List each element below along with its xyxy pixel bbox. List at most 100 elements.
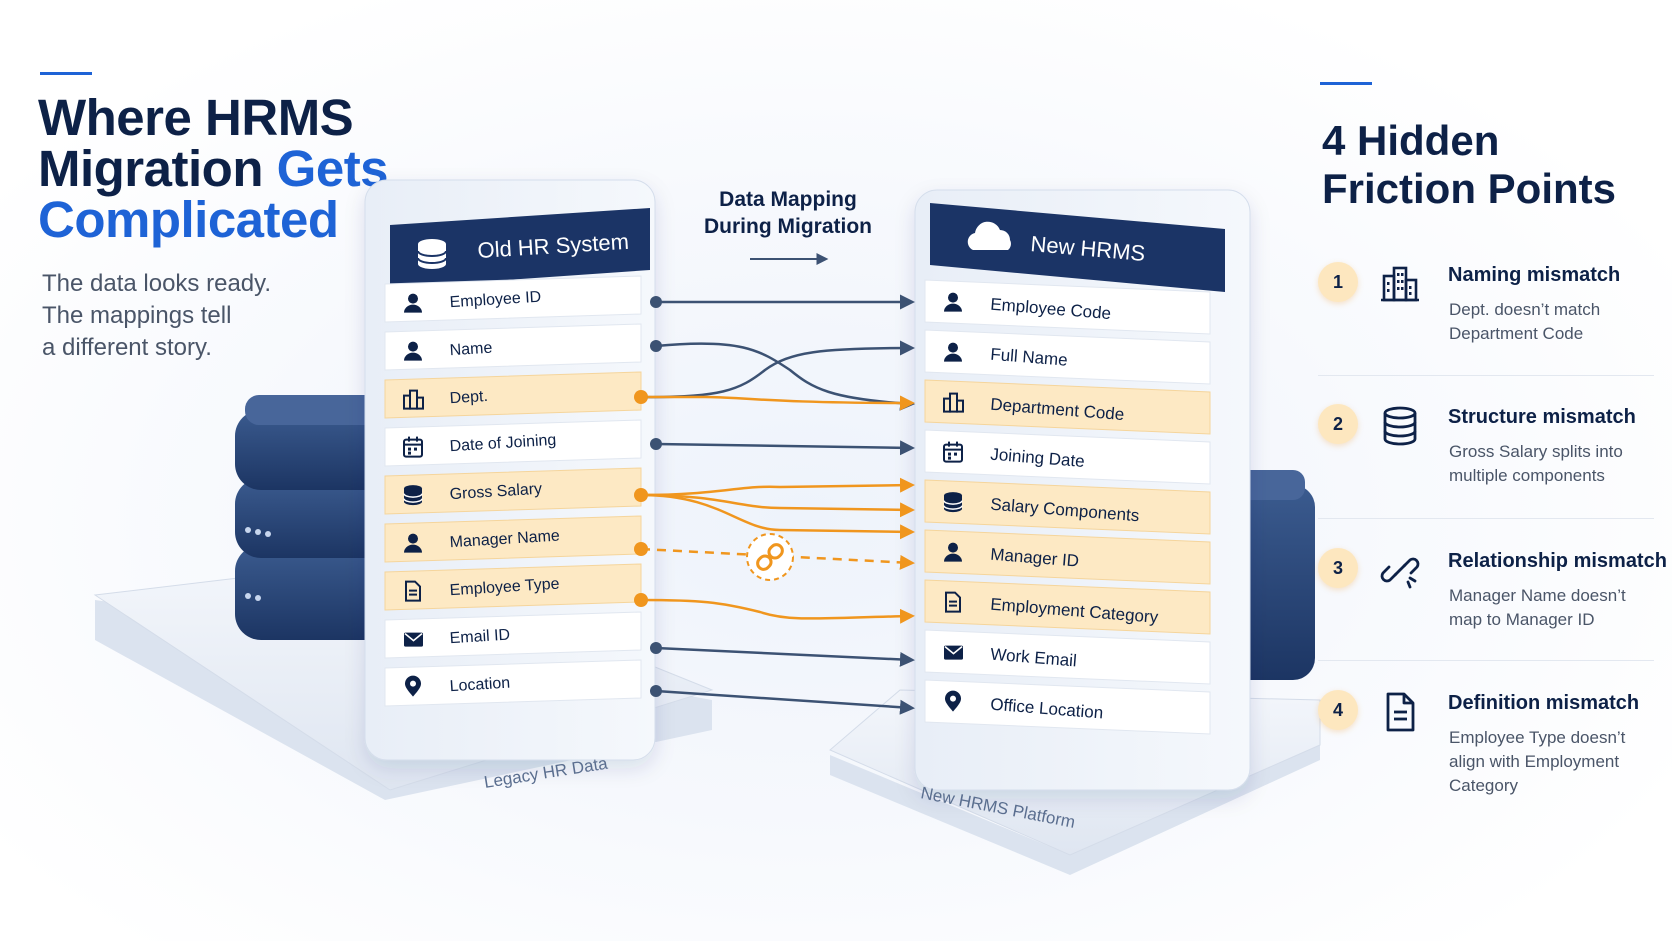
hero-title-line2a: Migration bbox=[38, 140, 277, 197]
hero-subtitle: The data looks ready. The mappings tell … bbox=[42, 268, 271, 364]
hero-title: Where HRMS Migration Gets Complicated bbox=[38, 92, 389, 248]
hero-accent-line bbox=[40, 72, 92, 75]
new-system-row: Work Email bbox=[924, 629, 1211, 685]
mapping-connectors bbox=[634, 294, 915, 715]
old-system-row-background bbox=[384, 275, 642, 323]
old-system-row-label: Employee ID bbox=[449, 289, 541, 312]
new-system-row: Employment Category bbox=[924, 579, 1211, 635]
location-pin-icon bbox=[945, 690, 961, 712]
new-system-row-background bbox=[924, 629, 1211, 685]
calendar-icon bbox=[943, 441, 963, 463]
person-icon bbox=[944, 342, 962, 362]
connector-dot bbox=[634, 390, 648, 404]
friction-description: Manager Name doesn’t map to Manager ID bbox=[1449, 586, 1626, 629]
connector-date-of-joining bbox=[655, 440, 915, 456]
friction-divider bbox=[1318, 518, 1654, 519]
connector-name bbox=[655, 342, 915, 411]
connector-dot bbox=[650, 296, 662, 308]
friction-description: Employee Type doesn’t align with Employm… bbox=[1449, 728, 1626, 795]
friction-divider bbox=[1318, 660, 1654, 661]
old-system-row-label: Location bbox=[449, 675, 510, 696]
friction-item: 1 Naming mismatch Dept. doesn’t match De… bbox=[1318, 262, 1658, 382]
new-system-row: Salary Components bbox=[924, 479, 1211, 535]
calendar-icon bbox=[403, 436, 423, 458]
connector-dot bbox=[650, 685, 662, 697]
connector-email-id bbox=[655, 646, 915, 667]
friction-accent-line bbox=[1320, 82, 1372, 85]
old-system-row: Employee ID bbox=[384, 275, 642, 323]
friction-title: 4 Hidden Friction Points bbox=[1322, 117, 1616, 213]
friction-title-line2: Friction Points bbox=[1322, 165, 1616, 212]
new-system-row: Joining Date bbox=[924, 429, 1211, 485]
friction-heading: Relationship mismatch bbox=[1448, 550, 1667, 572]
old-system-row: Gross Salary bbox=[384, 467, 642, 515]
person-icon bbox=[404, 533, 422, 553]
old-system-row: Employee Type bbox=[384, 563, 642, 611]
mapping-label-line2: During Migration bbox=[704, 215, 872, 238]
friction-number-badge: 4 bbox=[1318, 690, 1358, 730]
hero-subtitle-line: a different story. bbox=[42, 334, 212, 361]
friction-heading: Definition mismatch bbox=[1448, 692, 1640, 714]
friction-heading: Structure mismatch bbox=[1448, 406, 1636, 428]
new-system-row-background bbox=[924, 279, 1211, 335]
old-system-row-label: Employee Type bbox=[449, 576, 560, 600]
new-system-row: Office Location bbox=[924, 679, 1211, 735]
hero-subtitle-line: The data looks ready. bbox=[42, 270, 272, 297]
new-system-row: Employee Code bbox=[924, 279, 1211, 335]
new-system-row-background bbox=[924, 429, 1211, 485]
new-system-header: New HRMS bbox=[930, 203, 1225, 292]
hero-title-line3: Complicated bbox=[38, 191, 339, 248]
connector-dot bbox=[634, 488, 648, 502]
friction-item: 3 Relationship mismatch Manager Name doe… bbox=[1318, 548, 1667, 668]
database-icon bbox=[403, 485, 423, 506]
friction-heading: Naming mismatch bbox=[1448, 264, 1621, 286]
friction-description: Gross Salary splits into multiple compon… bbox=[1449, 442, 1623, 485]
connector-dot bbox=[650, 438, 662, 450]
cloud-icon bbox=[967, 221, 1011, 250]
legacy-server-stack bbox=[235, 395, 405, 640]
connector-dot bbox=[650, 642, 662, 654]
new-system-row: Manager ID bbox=[924, 529, 1211, 585]
connector-dot bbox=[634, 593, 648, 607]
friction-description: Dept. doesn’t match Department Code bbox=[1449, 300, 1601, 343]
location-pin-icon bbox=[405, 675, 421, 697]
document-icon bbox=[405, 580, 421, 602]
old-system-row-label: Dept. bbox=[449, 388, 488, 407]
new-system-row: Full Name bbox=[924, 329, 1211, 385]
document-icon bbox=[945, 591, 961, 613]
old-system-row-background bbox=[384, 323, 642, 371]
old-system-row: Manager Name bbox=[384, 515, 642, 563]
connector-dot bbox=[650, 340, 662, 352]
link-break-icon bbox=[746, 533, 794, 581]
old-system-row-background bbox=[384, 611, 642, 659]
building-icon bbox=[943, 392, 964, 413]
person-icon bbox=[944, 292, 962, 312]
friction-item: 4 Definition mismatch Employee Type does… bbox=[1318, 690, 1658, 810]
mapping-label-line1: Data Mapping bbox=[719, 188, 857, 211]
old-system-header: Old HR System bbox=[390, 208, 650, 288]
new-system-row: Department Code bbox=[924, 379, 1211, 435]
old-system-row: Email ID bbox=[384, 611, 642, 659]
new-system-row-background bbox=[924, 679, 1211, 735]
old-system-row-label: Date of Joining bbox=[449, 432, 557, 455]
old-system-row-background bbox=[384, 419, 642, 467]
friction-number-badge: 1 bbox=[1318, 262, 1358, 302]
document-icon bbox=[1386, 692, 1415, 732]
hero-title-line2b: Gets bbox=[276, 140, 389, 197]
connector-dept bbox=[640, 340, 915, 399]
building-icon bbox=[1381, 266, 1419, 302]
person-icon bbox=[944, 542, 962, 562]
old-system-row-label: Gross Salary bbox=[449, 481, 542, 504]
friction-divider bbox=[1318, 375, 1654, 376]
old-system-row: Dept. bbox=[384, 371, 642, 419]
old-system-row-background bbox=[384, 659, 642, 707]
old-system-row-background bbox=[384, 371, 642, 419]
connector-dept-orange bbox=[648, 395, 915, 411]
person-icon bbox=[404, 293, 422, 313]
new-system-row-background bbox=[924, 529, 1211, 585]
connector-employee-type bbox=[640, 598, 915, 624]
new-system-row-background bbox=[924, 479, 1211, 535]
friction-title-line1: 4 Hidden bbox=[1322, 117, 1500, 164]
